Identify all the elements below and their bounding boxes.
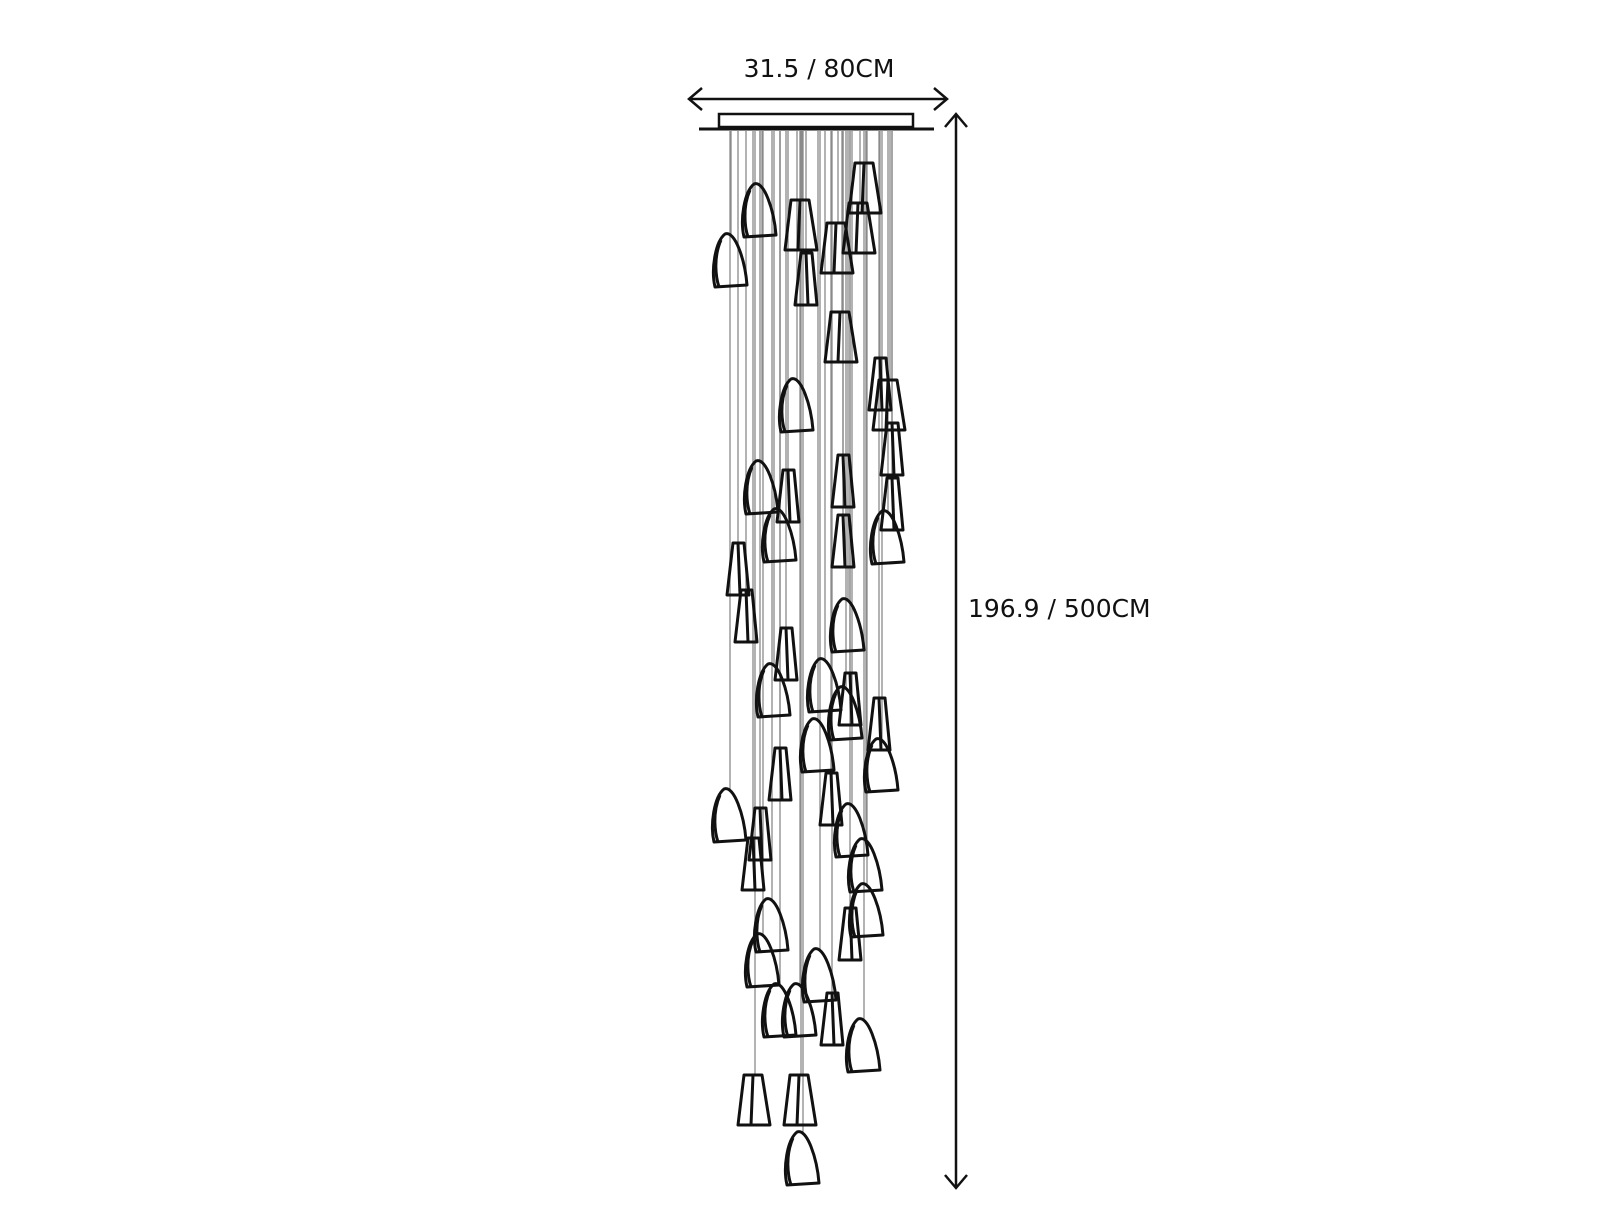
arrow-up-icon [944,112,968,128]
pendant-shades [710,161,907,1187]
pendant-shade [711,232,749,289]
pendant-shade [828,597,866,654]
arrow-down-icon [944,1174,968,1190]
pendant-shade [823,310,859,364]
height-dimension: 196.9 / 500CM [944,112,1151,1190]
ceiling-canopy [699,112,934,131]
pendant-shade [867,356,893,412]
pendant-shade [819,991,845,1047]
pendant-shade [841,201,877,255]
width-dimension: 31.5 / 80CM [687,54,949,111]
pendant-shade [818,771,844,827]
pendant-shade [783,1130,821,1187]
pendant-shade [767,746,793,802]
pendant-shade [777,377,815,434]
pendant-shade [798,717,836,774]
pendant-shade [742,459,780,516]
pendant-shade [830,513,856,569]
pendant-shade [740,836,766,892]
pendant-shade [847,161,883,215]
pendant-shade [752,897,790,954]
pendant-shade [743,932,781,989]
pendant-shade [844,1017,882,1074]
pendant-shade [736,1073,772,1127]
pendant-shade [760,982,798,1039]
pendant-shade [775,468,801,524]
pendant-shade [805,657,843,714]
pendant-shade [826,685,864,742]
pendant-shade [837,906,863,962]
pendant-shade [879,476,905,532]
pendant-shade [782,1073,818,1127]
pendant-shade [793,251,819,307]
pendant-shade [760,507,798,564]
pendant-shade [868,509,906,566]
pendant-shade [710,787,748,844]
pendant-shade [879,421,905,477]
width-label: 31.5 / 80CM [744,54,895,83]
pendant-shade [862,737,900,794]
pendant-shade [846,837,884,894]
pendant-shade [832,802,870,859]
pendant-shade [754,662,792,719]
pendant-shade [740,182,778,239]
pendant-shade [783,198,819,252]
arrow-left-icon [687,87,703,111]
pendant-cords [729,130,893,1132]
pendant-shade [819,221,855,275]
pendant-shade [830,453,856,509]
height-label: 196.9 / 500CM [968,594,1151,623]
pendant-shade [733,588,759,644]
pendant-shade [847,882,885,939]
arrow-right-icon [933,87,949,111]
pendant-shade [725,541,751,597]
pendant-shade [780,982,818,1039]
pendant-shade [773,626,799,682]
